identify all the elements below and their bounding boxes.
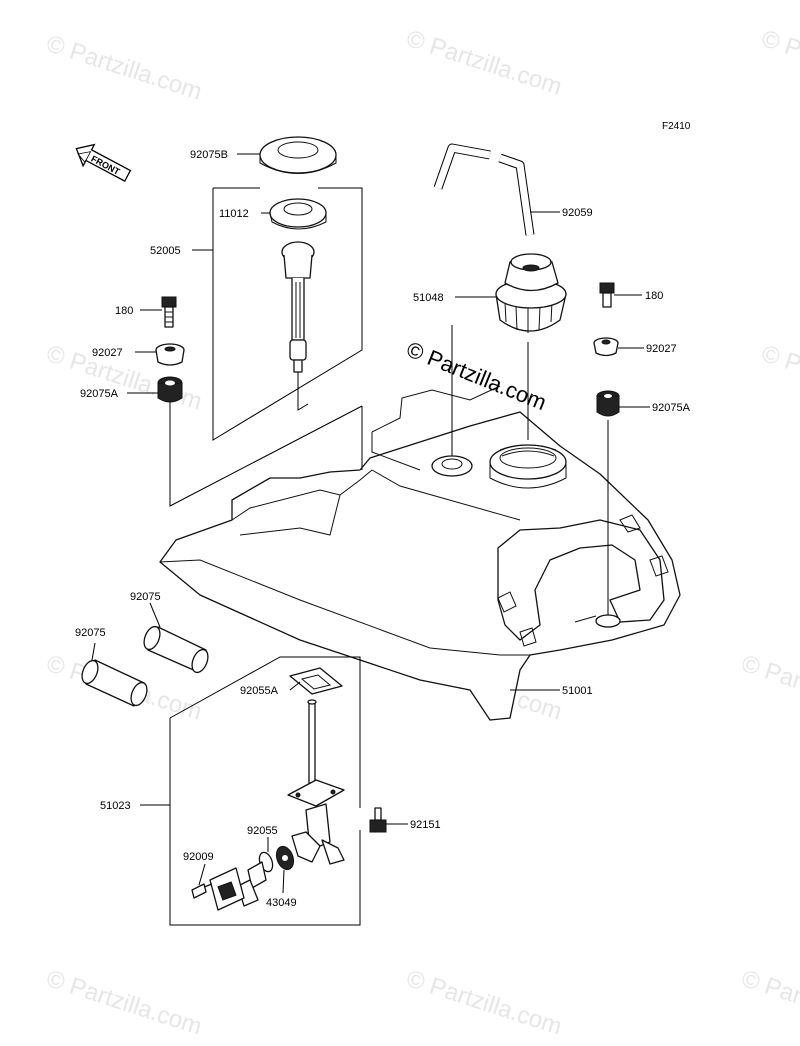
fuel-tank: [159, 385, 681, 721]
label-92075A-left: 92075A: [80, 388, 119, 400]
label-180-left: 180: [115, 305, 133, 317]
label-92075B: 92075B: [190, 149, 228, 161]
grommet-92075B-icon: [259, 136, 337, 174]
cap-11012-icon: [269, 198, 327, 230]
bolt-icon: [161, 296, 177, 328]
collar-icon: [155, 343, 185, 366]
right-mount-hardware: [593, 282, 620, 417]
label-51048: 51048: [413, 292, 444, 304]
left-mount-hardware: [155, 296, 363, 507]
watermark: © Partzilla.com: [738, 650, 800, 726]
collar-icon: [593, 337, 619, 357]
label-92059: 92059: [562, 207, 593, 219]
label-92009: 92009: [183, 851, 214, 863]
spacer-upper-icon: [143, 625, 209, 674]
label-92075-upper: 92075: [130, 591, 161, 603]
damper-icon: [157, 376, 183, 403]
gasket-92055A-icon: [289, 667, 343, 695]
filter-43049-icon: [275, 845, 295, 871]
bolt-icon: [599, 282, 615, 308]
fuel-gauge-icon: [281, 241, 315, 373]
leader-lines: [91, 153, 650, 894]
breather-hose-icon: [433, 143, 535, 236]
watermark: © Partzilla.com: [758, 340, 800, 416]
bolt-92151-icon: [369, 807, 387, 833]
watermark: © Partzilla.com: [403, 965, 565, 1041]
label-51023: 51023: [100, 800, 131, 812]
watermark: © Partzilla.com: [738, 965, 800, 1041]
screw-92009-icon: [191, 883, 213, 899]
label-51001: 51001: [562, 685, 593, 697]
label-52005: 52005: [150, 245, 181, 257]
front-arrow-icon: FRONT: [75, 143, 132, 183]
part-labels: 92075B 11012 52005 180 92027 92075A 9205…: [75, 149, 691, 909]
fuel-valve-assembly: [169, 656, 361, 926]
fuel-gauge-assembly: [212, 136, 363, 441]
label-43049: 43049: [266, 897, 297, 909]
watermark: © Partzilla.com: [43, 965, 205, 1041]
watermark: © Partzilla.com: [43, 30, 205, 106]
label-11012: 11012: [219, 208, 249, 220]
label-92151: 92151: [410, 819, 441, 831]
fuel-cap-icon: [495, 253, 567, 333]
watermark: © Partzilla.com: [403, 25, 565, 101]
label-180-right: 180: [645, 290, 663, 302]
spacer-lower-icon: [81, 659, 148, 707]
label-92075-lower: 92075: [75, 627, 106, 639]
figure-code: F2410: [662, 121, 691, 132]
label-92055A: 92055A: [240, 685, 279, 697]
watermark: © Partzilla.com: [758, 25, 800, 101]
label-92075A-right: 92075A: [652, 402, 691, 414]
label-92027-left: 92027: [92, 347, 123, 359]
damper-icon: [596, 390, 620, 417]
label-92055: 92055: [247, 825, 278, 837]
label-92027-right: 92027: [646, 343, 677, 355]
